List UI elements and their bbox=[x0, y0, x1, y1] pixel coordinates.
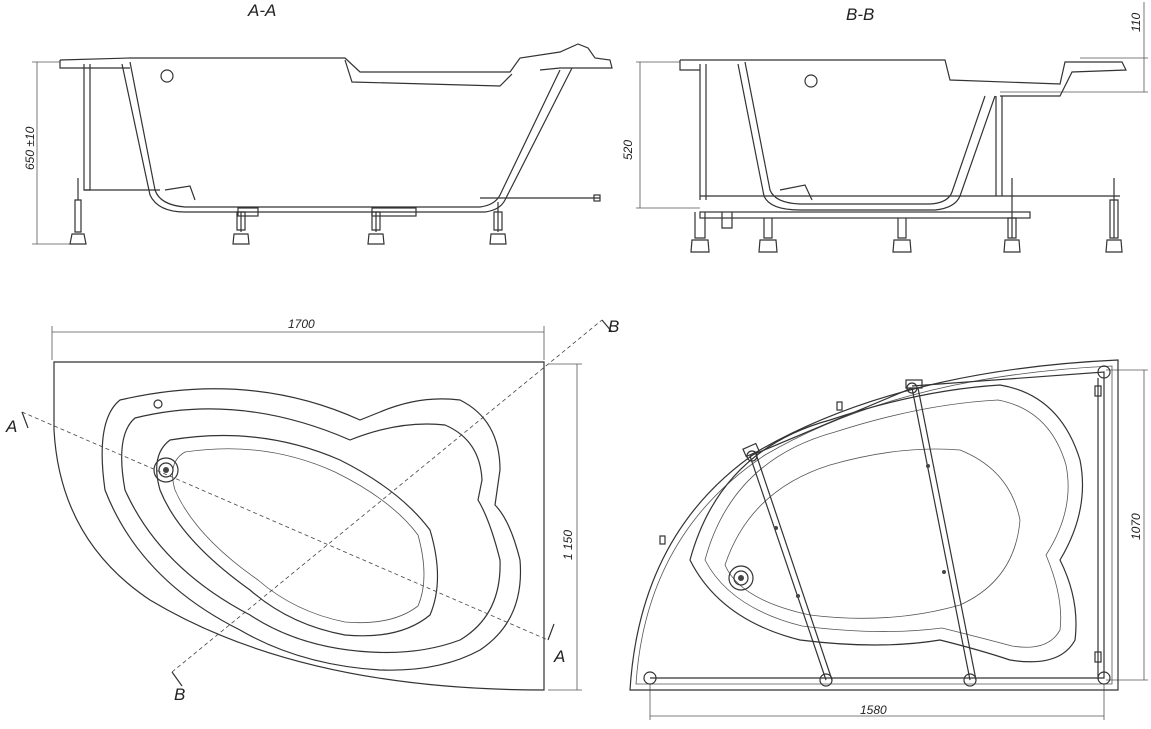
dim-aa-height: 650 ±10 bbox=[23, 126, 37, 170]
section-view-bb: B-B 520 110 bbox=[621, 2, 1148, 253]
dim-frame-width: 1070 bbox=[1129, 513, 1143, 540]
dim-bb-rim: 110 bbox=[1129, 13, 1143, 32]
section-view-aa: A-A 650 ±10 bbox=[23, 1, 613, 245]
top-view: 1700 1 150 A A B B bbox=[5, 317, 619, 704]
section-mark-b-top: B bbox=[608, 317, 619, 336]
frame-nodes bbox=[643, 365, 1111, 687]
dim-top-length: 1700 bbox=[288, 317, 315, 331]
frame-view: 1580 1070 bbox=[629, 359, 1148, 720]
dim-top-width: 1 150 bbox=[561, 530, 575, 560]
dim-frame-length: 1580 bbox=[860, 703, 887, 717]
section-mark-b-bottom: B bbox=[174, 685, 185, 704]
section-mark-a-left: A bbox=[5, 417, 17, 436]
view-title-bb: B-B bbox=[846, 5, 874, 24]
dim-bb-height: 520 bbox=[621, 140, 635, 160]
view-title-aa: A-A bbox=[247, 1, 276, 20]
bb-legs bbox=[690, 178, 1123, 253]
aa-legs bbox=[69, 178, 507, 245]
section-mark-a-right: A bbox=[553, 647, 565, 666]
